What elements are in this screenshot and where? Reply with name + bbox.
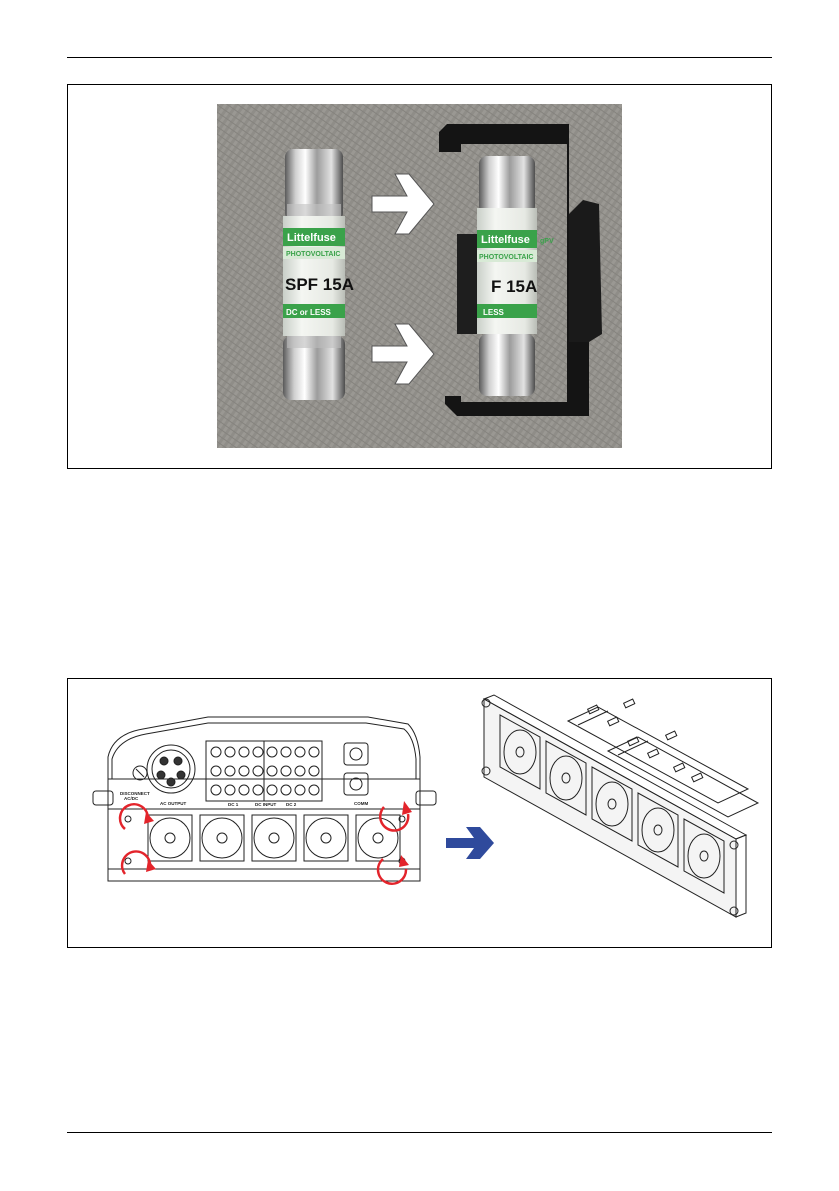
label-dc-input: DC INPUT xyxy=(255,802,277,807)
label-ac-output: AC OUTPUT xyxy=(160,801,186,806)
fuse-side-mark-text: gPV xyxy=(540,238,554,245)
removal-arrow xyxy=(446,827,494,859)
holder-fuse-rating-text: F 15A xyxy=(491,277,537,296)
label-dc2: DC 2 xyxy=(286,802,297,807)
fan-tray-module xyxy=(482,695,758,917)
header-rule xyxy=(67,57,772,58)
fuse-rating-text: SPF 15A xyxy=(285,275,354,294)
label-acdc: AC/DC xyxy=(124,796,139,801)
fuse-voltage-text: DC or LESS xyxy=(286,308,332,317)
inverter-bottom-view xyxy=(93,717,436,881)
holder-fuse-brand-text: Littelfuse xyxy=(481,234,530,246)
holder-fuse-voltage-text: LESS xyxy=(483,308,505,317)
footer-rule xyxy=(67,1132,772,1133)
holder-fuse-type-text: PHOTOVOLTAIC xyxy=(479,254,533,261)
label-comm: COMM xyxy=(354,801,368,806)
fan-removal-diagram: DISCONNECT AC/DC AC OUTPUT DC 1 DC INPUT… xyxy=(68,679,771,947)
fuse-insertion-photo: Littelfuse PHOTOVOLTAIC SPF 15A DC or LE… xyxy=(217,104,622,448)
screw-rotation-arrows xyxy=(120,801,412,884)
label-dc1: DC 1 xyxy=(228,802,239,807)
fuse-brand-text: Littelfuse xyxy=(287,232,336,244)
fuse-type-text: PHOTOVOLTAIC xyxy=(286,251,340,258)
